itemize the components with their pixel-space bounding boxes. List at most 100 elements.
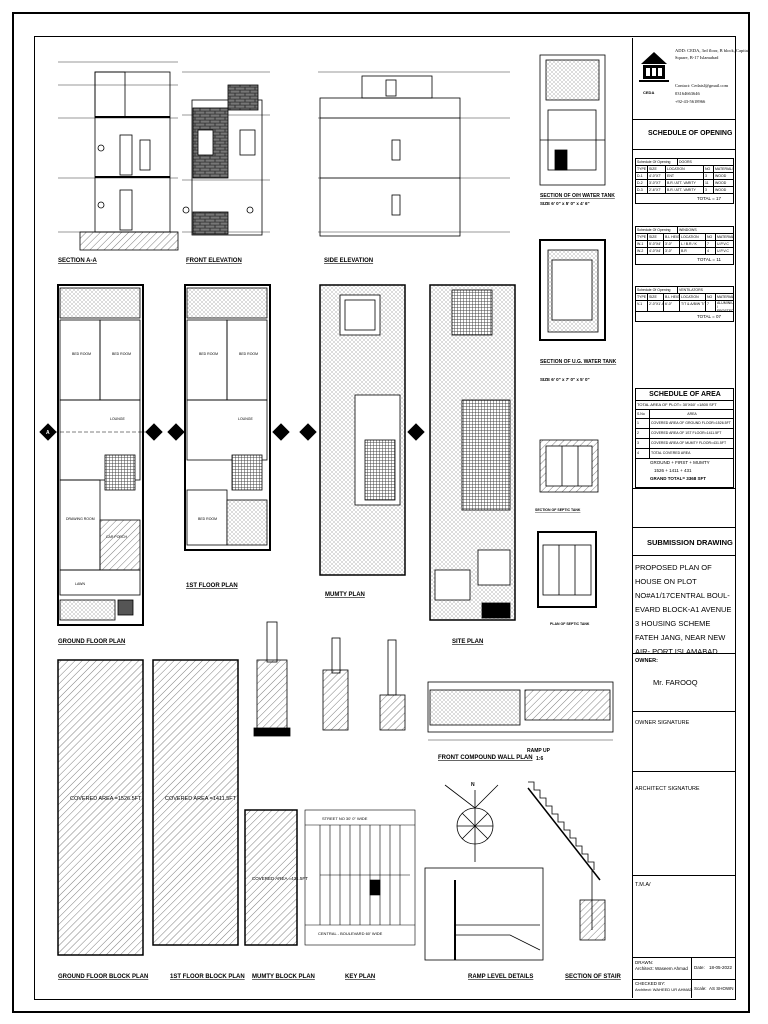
oh-tank-size: SIZE 6' 0" x 5' 0" x 4' 6" [540, 201, 590, 206]
owner-name: Mr. FAROOQ [653, 678, 698, 687]
block-plans-drawing [57, 659, 298, 956]
drawn-row: DRAWN: Architect: Waseem Ahmad Date: 18-… [633, 958, 736, 980]
ramp-level-drawing [424, 867, 544, 961]
section-markers [39, 423, 425, 441]
checked-row: CHECKED BY: Architect: WAHEED UR AHMAD S… [633, 980, 736, 998]
contact-email: Contact: Cedaisl@gmail.com [675, 83, 729, 88]
schedule-area-title: SCHEDULE OF AREA [649, 391, 721, 398]
stair-section-drawing [527, 781, 606, 941]
compass-north: N [471, 782, 475, 788]
ug-tank-size: SIZE 6' 0" x 7' 0" x 5' 0" [540, 377, 590, 382]
section-aa-label: SECTION A-A [58, 258, 97, 264]
front-compound-wall-label: FRONT COMPOUND WALL PLAN [438, 755, 533, 761]
ceda-logo [639, 52, 669, 82]
septic-tank-plan-drawing [537, 531, 597, 608]
ground-floor-plan-drawing [42, 284, 160, 626]
covered-gf: COVERED AREA =1526.5FT [70, 796, 142, 802]
front-elevation-drawing [182, 71, 270, 236]
owner-signature: OWNER SIGNATURE [635, 720, 690, 726]
site-plan-label: SITE PLAN [452, 639, 483, 645]
owner-signature-row: OWNER SIGNATURE [633, 712, 736, 772]
tma-row: T.M.A/ [633, 876, 736, 958]
gf-block-label: GROUND FLOOR BLOCK PLAN [58, 974, 148, 980]
gf-lawn: LAWN [75, 582, 85, 586]
mumty-plan-label: MUMTY PLAN [325, 592, 365, 598]
mumty-plan-drawing [319, 284, 406, 576]
submission-title: SUBMISSION DRAWING [647, 538, 733, 547]
address-line-2: Square, B-17 Islamabad [675, 55, 719, 60]
ramp-label: RAMP UP [527, 748, 551, 754]
date-value: 18-05-2022 [709, 965, 733, 970]
drawing-frame [34, 36, 736, 1000]
tma-label: T.M.A/ [635, 882, 651, 888]
drawing-sheet-border [12, 12, 750, 1013]
oh-tank-section-drawing [539, 54, 606, 186]
address-line-1: ADD: CEDA, 3rd floor, B block, Capital [675, 48, 749, 53]
contact-phone-2: +92-43-5618966 [675, 99, 706, 104]
section-aa-drawing [58, 61, 179, 251]
title-block: CEDA ADD: CEDA, 3rd floor, B block, Capi… [632, 38, 749, 998]
key-plan-street-top: STREET NO 30' 0" WIDE [322, 816, 368, 821]
covered-ff: COVERED AREA =1411.5FT [165, 796, 237, 802]
north-compass [444, 784, 499, 862]
site-plan-drawing [429, 284, 516, 621]
ug-tank-section-drawing [539, 239, 606, 341]
side-elevation-drawing [318, 71, 510, 237]
first-floor-plan-label: 1ST FLOOR PLAN [186, 583, 238, 589]
key-plan-street-bottom: CENTRAL - BOULEVARD 60' WIDE [318, 931, 383, 936]
project-title: PROPOSED PLAN OF HOUSE ON PLOT NO#A1/17C… [635, 563, 732, 656]
front-compound-wall-drawing [427, 681, 614, 741]
mumty-block-label: MUMTY BLOCK PLAN [252, 974, 315, 980]
scale-value: AS SHOWN [709, 986, 734, 991]
scale-label: Scale: [694, 986, 707, 991]
ff-bedroom-3: BED ROOM [198, 517, 217, 521]
date-label: Date: [694, 965, 705, 970]
ground-floor-plan-label: GROUND FLOOR PLAN [58, 639, 125, 645]
ff-bedroom-1: BED ROOM [199, 352, 218, 356]
ff-bedroom-2: BED ROOM [239, 352, 258, 356]
wall-details-drawing [253, 621, 406, 737]
area-sum-1: GROUND + FIRST + MUMTY [650, 460, 710, 465]
architectural-drawings: SECTION A-A FRONT ELEVATION SIDE ELEVATI… [39, 54, 622, 980]
contact-phone-1: 03164663646 [675, 91, 700, 96]
gf-bedroom-1: BED ROOM [72, 352, 91, 356]
firm-header: CEDA ADD: CEDA, 3rd floor, B block, Capi… [633, 38, 749, 120]
logo-text: CEDA [643, 90, 655, 95]
gf-bedroom-2: BED ROOM [112, 352, 131, 356]
oh-tank-label: SECTION OF O/H WATER TANK [540, 193, 615, 199]
ramp-ratio: 1:6 [536, 756, 543, 762]
owner-row: OWNER: Mr. FAROOQ [633, 654, 736, 712]
schedule-opening-title: SCHEDULE OF OPENING [648, 130, 733, 137]
area-sum-3: GRAND TOTAL= 3368 SFT [650, 476, 706, 481]
front-elevation-label: FRONT ELEVATION [186, 258, 242, 264]
gf-car-porch: CAR PORCH [106, 535, 127, 539]
project-title-row: PROPOSED PLAN OF HOUSE ON PLOT NO#A1/17C… [633, 556, 736, 656]
submission-row: SUBMISSION DRAWING [633, 528, 736, 556]
checked-label: CHECKED BY: [635, 981, 666, 986]
gf-lounge: LOUNGE [110, 417, 125, 421]
section-marker-a: A [46, 430, 50, 436]
ff-lounge: LOUNGE [238, 417, 253, 421]
side-elevation-label: SIDE ELEVATION [324, 258, 373, 264]
ug-tank-label: SECTION OF U.G. WATER TANK [540, 359, 617, 365]
key-plan-label: KEY PLAN [345, 974, 375, 980]
ff-block-label: 1ST FLOOR BLOCK PLAN [170, 974, 245, 980]
covered-mumty: COVERED AREA =431.5FT [252, 876, 308, 881]
checked-by: Architect: WAHEED UR AHMAD [635, 987, 693, 992]
owner-label: OWNER: [635, 658, 658, 664]
area-sum-2: 1526 + 1411 + 431 [654, 468, 692, 473]
architect-signature-row: ARCHITECT SIGNATURE [633, 772, 736, 876]
schedule-area-table: SCHEDULE OF AREA TOTAL AREA OF PLOT= 30'… [635, 388, 734, 488]
first-floor-plan-drawing [184, 284, 271, 551]
area-total-plot: TOTAL AREA OF PLOT= 30'X60' =1800 SFT [637, 402, 717, 407]
schedule-opening-header: SCHEDULE OF OPENING [633, 120, 736, 150]
drawn-label: DRAWN: [635, 960, 654, 965]
drawn-by: Architect: Waseem Ahmad [635, 966, 688, 971]
ramp-level-label: RAMP LEVEL DETAILS [468, 974, 533, 980]
septic-section-label: SECTION OF SEPTIC TANK [535, 508, 581, 512]
gf-drawing-room: DRAWING ROOM [66, 517, 95, 521]
stair-section-label: SECTION OF STAIR [565, 974, 622, 980]
